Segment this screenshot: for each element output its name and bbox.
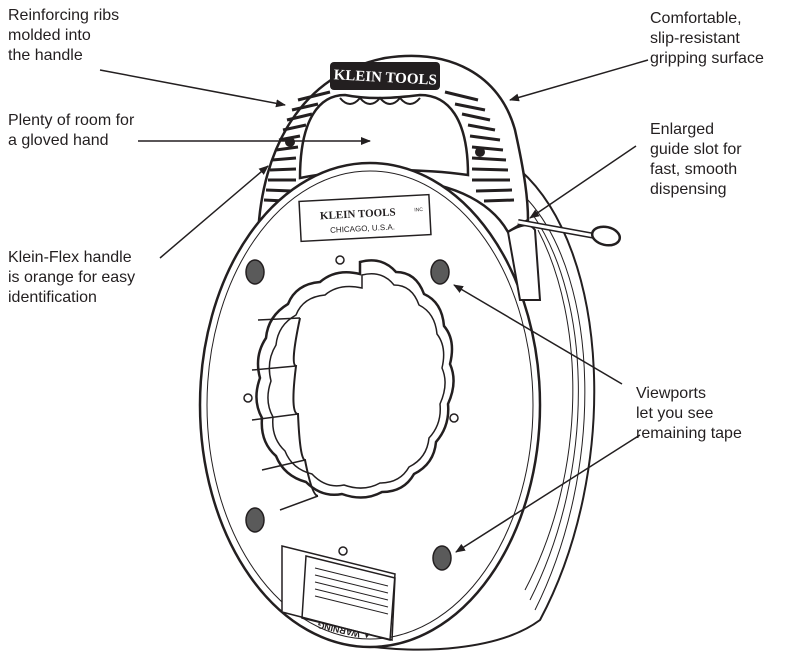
callout-line: Plenty of room for (8, 111, 134, 131)
handle-rivet-right (475, 147, 485, 157)
tape-eyelet (590, 224, 621, 247)
callout-line: gripping surface (650, 49, 764, 69)
callout-gripping-surface: Comfortable, slip-resistant gripping sur… (650, 9, 764, 69)
callout-line: dispensing (650, 180, 742, 200)
leader-guide-slot (530, 146, 636, 218)
callout-line: Viewports (636, 384, 742, 404)
handle-rivet-left (285, 137, 295, 147)
callout-line: guide slot for (650, 140, 742, 160)
callout-line: fast, smooth (650, 160, 742, 180)
callout-line: Enlarged (650, 120, 742, 140)
callout-line: molded into (8, 26, 119, 46)
callout-line: remaining tape (636, 424, 742, 444)
callout-gloved-hand: Plenty of room for a gloved hand (8, 111, 134, 151)
callout-viewports: Viewports let you see remaining tape (636, 384, 742, 444)
callout-line: a gloved hand (8, 131, 134, 151)
callout-reinforcing-ribs: Reinforcing ribs molded into the handle (8, 6, 119, 66)
callout-line: is orange for easy (8, 268, 135, 288)
callout-guide-slot: Enlarged guide slot for fast, smooth dis… (650, 120, 742, 200)
callout-line: the handle (8, 46, 119, 66)
leader-reinforcing-ribs (100, 70, 285, 105)
callout-line: Klein-Flex handle (8, 248, 135, 268)
leader-gripping-surface (510, 60, 648, 100)
callout-line: Reinforcing ribs (8, 6, 119, 26)
callout-line: slip-resistant (650, 29, 764, 49)
callout-line: Comfortable, (650, 9, 764, 29)
callout-klein-flex: Klein-Flex handle is orange for easy ide… (8, 248, 135, 308)
callout-line: let you see (636, 404, 742, 424)
callout-line: identification (8, 288, 135, 308)
label-brand-suffix: INC (414, 207, 423, 213)
